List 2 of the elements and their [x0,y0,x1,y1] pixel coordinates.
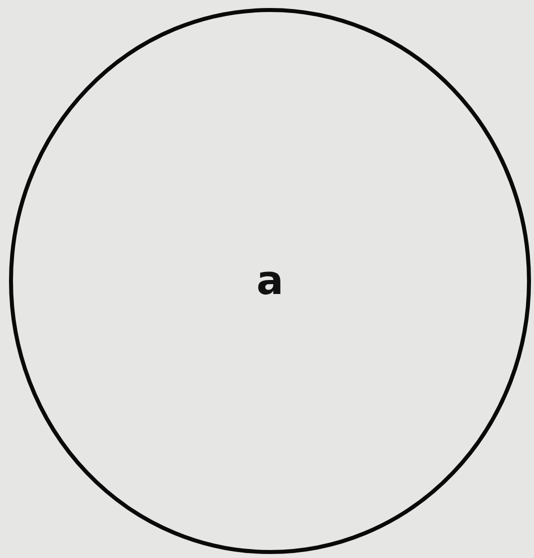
circle-label: a [256,261,284,301]
circle [9,8,531,554]
